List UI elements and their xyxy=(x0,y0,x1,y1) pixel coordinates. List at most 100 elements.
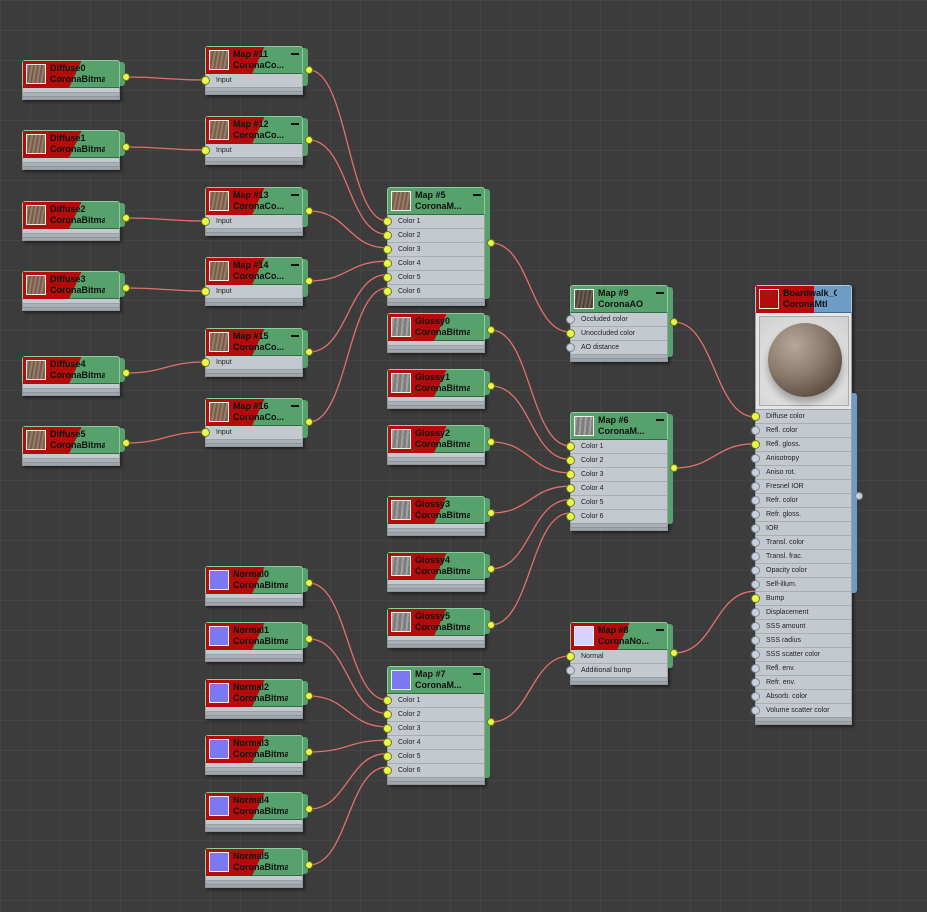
minimize-button[interactable] xyxy=(473,194,481,196)
input-slot[interactable]: Color 2 xyxy=(566,454,667,468)
input-slot[interactable]: Color 4 xyxy=(566,482,667,496)
bitmap-node-normal[interactable]: Normal5CoronaBitmap xyxy=(205,848,303,888)
node-header[interactable]: Diffuse3CoronaBitmap xyxy=(22,271,120,299)
output-connector-bar[interactable] xyxy=(668,624,673,668)
input-slot[interactable]: Color 1 xyxy=(383,215,484,229)
input-port-icon[interactable] xyxy=(751,468,760,477)
bitmap-node-normal[interactable]: Normal0CoronaBitmap xyxy=(205,566,303,606)
input-port-icon[interactable] xyxy=(751,426,760,435)
input-slot[interactable]: IOR xyxy=(751,522,851,536)
output-port-icon[interactable] xyxy=(305,861,313,869)
minimize-button[interactable] xyxy=(291,264,299,266)
node-header[interactable]: Normal1CoronaBitmap xyxy=(205,622,303,650)
input-slot[interactable]: Color 4 xyxy=(383,257,484,271)
input-port-icon[interactable] xyxy=(383,287,392,296)
output-port-icon[interactable] xyxy=(305,748,313,756)
input-slot[interactable]: Absorb. color xyxy=(751,690,851,704)
input-slot[interactable]: Self-illum. xyxy=(751,578,851,592)
input-port-icon[interactable] xyxy=(383,766,392,775)
input-port-icon[interactable] xyxy=(751,580,760,589)
input-port-icon[interactable] xyxy=(751,622,760,631)
input-port-icon[interactable] xyxy=(566,442,575,451)
input-port-icon[interactable] xyxy=(751,650,760,659)
input-port-icon[interactable] xyxy=(566,470,575,479)
bitmap-node-normal[interactable]: Normal2CoronaBitmap xyxy=(205,679,303,719)
input-port-icon[interactable] xyxy=(751,594,760,603)
output-port-icon[interactable] xyxy=(122,73,130,81)
input-port-icon[interactable] xyxy=(751,412,760,421)
node-header[interactable]: Glossy3CoronaBitmap xyxy=(387,496,485,524)
bitmap-node-diffuse[interactable]: Diffuse4CoronaBitmap xyxy=(22,356,120,396)
input-slot[interactable]: Color 3 xyxy=(383,722,484,736)
input-port-icon[interactable] xyxy=(383,217,392,226)
input-slot[interactable]: Bump xyxy=(751,592,851,606)
bitmap-node-glossy[interactable]: Glossy2CoronaBitmap xyxy=(387,425,485,465)
input-slot[interactable]: Transl. color xyxy=(751,536,851,550)
bitmap-node-diffuse[interactable]: Diffuse3CoronaBitmap xyxy=(22,271,120,311)
node-header[interactable]: Normal0CoronaBitmap xyxy=(205,566,303,594)
input-port-icon[interactable] xyxy=(566,329,575,338)
input-slot[interactable]: Refl. color xyxy=(751,424,851,438)
input-slot[interactable]: Color 6 xyxy=(383,764,484,777)
input-slot[interactable]: Refr. gloss. xyxy=(751,508,851,522)
output-port-icon[interactable] xyxy=(305,805,313,813)
input-slot[interactable]: SSS radius xyxy=(751,634,851,648)
input-port-icon[interactable] xyxy=(566,315,575,324)
input-port-icon[interactable] xyxy=(751,608,760,617)
node-header[interactable]: Boardwalk_Oak...CoronaMtl xyxy=(755,285,852,313)
input-slot[interactable]: Color 3 xyxy=(566,468,667,482)
node-header[interactable]: Glossy4CoronaBitmap xyxy=(387,552,485,580)
input-slot[interactable]: Occluded color xyxy=(566,313,667,327)
input-port-icon[interactable] xyxy=(383,738,392,747)
input-port-icon[interactable] xyxy=(751,524,760,533)
output-port-icon[interactable] xyxy=(487,382,495,390)
bitmap-node-glossy[interactable]: Glossy1CoronaBitmap xyxy=(387,369,485,409)
output-port-icon[interactable] xyxy=(487,718,495,726)
input-port-icon[interactable] xyxy=(751,552,760,561)
input-slot[interactable]: Color 4 xyxy=(383,736,484,750)
bitmap-node-glossy[interactable]: Glossy4CoronaBitmap xyxy=(387,552,485,592)
node-header[interactable]: Normal5CoronaBitmap xyxy=(205,848,303,876)
input-slot[interactable]: Input xyxy=(201,426,302,439)
input-slot[interactable]: Opacity color xyxy=(751,564,851,578)
node-header[interactable]: Diffuse2CoronaBitmap xyxy=(22,201,120,229)
minimize-button[interactable] xyxy=(291,123,299,125)
input-port-icon[interactable] xyxy=(383,231,392,240)
output-port-icon[interactable] xyxy=(305,418,313,426)
input-slot[interactable]: Input xyxy=(201,356,302,369)
input-port-icon[interactable] xyxy=(566,484,575,493)
output-port-icon[interactable] xyxy=(487,438,495,446)
bitmap-node-glossy[interactable]: Glossy0CoronaBitmap xyxy=(387,313,485,353)
input-slot[interactable]: Color 1 xyxy=(383,694,484,708)
node-header[interactable]: Diffuse4CoronaBitmap xyxy=(22,356,120,384)
input-port-icon[interactable] xyxy=(751,454,760,463)
node-header[interactable]: Diffuse1CoronaBitmap xyxy=(22,130,120,158)
output-port-icon[interactable] xyxy=(305,579,313,587)
node-header[interactable]: Normal2CoronaBitmap xyxy=(205,679,303,707)
node-header[interactable]: Normal4CoronaBitmap xyxy=(205,792,303,820)
input-port-icon[interactable] xyxy=(566,512,575,521)
output-port-icon[interactable] xyxy=(487,239,495,247)
input-port-icon[interactable] xyxy=(383,273,392,282)
input-port-icon[interactable] xyxy=(383,710,392,719)
input-port-icon[interactable] xyxy=(566,456,575,465)
input-slot[interactable]: Refr. color xyxy=(751,494,851,508)
bitmap-node-normal[interactable]: Normal4CoronaBitmap xyxy=(205,792,303,832)
input-port-icon[interactable] xyxy=(201,358,210,367)
input-slot[interactable]: Input xyxy=(201,144,302,157)
minimize-button[interactable] xyxy=(291,335,299,337)
input-port-icon[interactable] xyxy=(566,666,575,675)
